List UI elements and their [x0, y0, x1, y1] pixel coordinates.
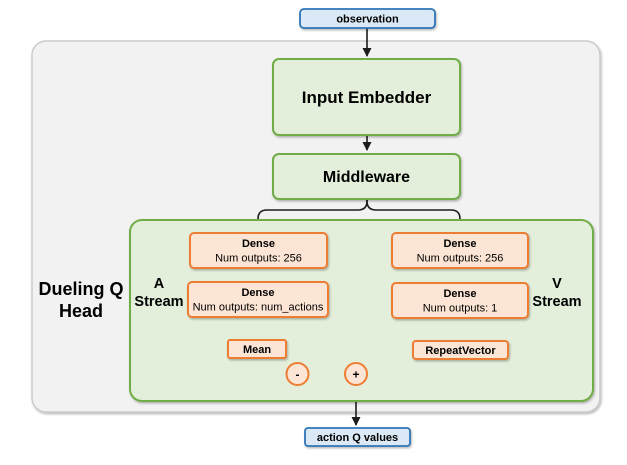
repeatvector-node: RepeatVector	[412, 340, 509, 360]
repeatvector-label: RepeatVector	[425, 345, 496, 357]
a-stream-dense1-node: Dense Num outputs: 256	[189, 232, 328, 269]
action-q-values-box	[304, 427, 411, 447]
edge-middleware-to-v-dense1	[366, 199, 465, 231]
v-stream-dense2-node: Dense Num outputs: 1	[391, 282, 529, 319]
v-stream-dense2-box	[391, 282, 529, 319]
a-stream-label-line2: Stream	[134, 294, 183, 310]
add-circle	[344, 362, 368, 386]
observation-label: observation	[336, 14, 399, 26]
middleware-label: Middleware	[323, 169, 410, 186]
observation-box	[299, 8, 436, 29]
edge-middleware-to-a-dense1	[253, 199, 368, 231]
input-embedder-label: Input Embedder	[302, 88, 432, 107]
v-stream-label: V Stream	[532, 276, 581, 310]
action-q-values-label: action Q values	[317, 432, 398, 444]
middleware-node: Middleware	[272, 153, 461, 200]
a-stream-dense2-box	[187, 281, 329, 318]
v-stream-dense1-title: Dense	[443, 238, 476, 250]
a-stream-dense1-title: Dense	[242, 238, 275, 250]
subtract-circle	[285, 362, 310, 386]
v-stream-dense2-detail: Num outputs: 1	[423, 303, 498, 315]
dueling-head-label-line2: Head	[59, 301, 103, 321]
a-stream-label-line1: A	[154, 276, 165, 292]
v-stream-dense1-box	[391, 232, 529, 269]
add-operator-node: +	[344, 362, 368, 386]
a-stream-dense2-node: Dense Num outputs: num_actions	[187, 281, 329, 318]
subtract-operator-node: -	[285, 362, 310, 386]
observation-node: observation	[299, 8, 436, 29]
dueling-head-label: Dueling Q Head	[39, 279, 124, 321]
add-label: +	[352, 368, 359, 382]
a-stream-dense2-detail: Num outputs: num_actions	[193, 302, 324, 314]
v-stream-dense2-title: Dense	[443, 288, 476, 300]
v-stream-label-line1: V	[552, 276, 562, 292]
a-stream-dense1-box	[189, 232, 328, 269]
input-embedder-box	[272, 58, 461, 136]
v-stream-dense1-detail: Num outputs: 256	[417, 253, 504, 265]
mean-box	[227, 339, 287, 359]
dueling-head-label-line1: Dueling Q	[39, 279, 124, 299]
middleware-box	[272, 153, 461, 200]
a-stream-dense1-detail: Num outputs: 256	[215, 253, 302, 265]
input-embedder-node: Input Embedder	[272, 58, 461, 136]
mean-label: Mean	[243, 344, 271, 356]
mean-node: Mean	[227, 339, 287, 359]
repeatvector-box	[412, 340, 509, 360]
a-stream-dense2-title: Dense	[241, 287, 274, 299]
subtract-label: -	[296, 368, 300, 382]
v-stream-label-line2: Stream	[532, 294, 581, 310]
a-stream-label: A Stream	[134, 276, 183, 310]
action-q-values-node: action Q values	[304, 427, 411, 447]
v-stream-dense1-node: Dense Num outputs: 256	[391, 232, 529, 269]
